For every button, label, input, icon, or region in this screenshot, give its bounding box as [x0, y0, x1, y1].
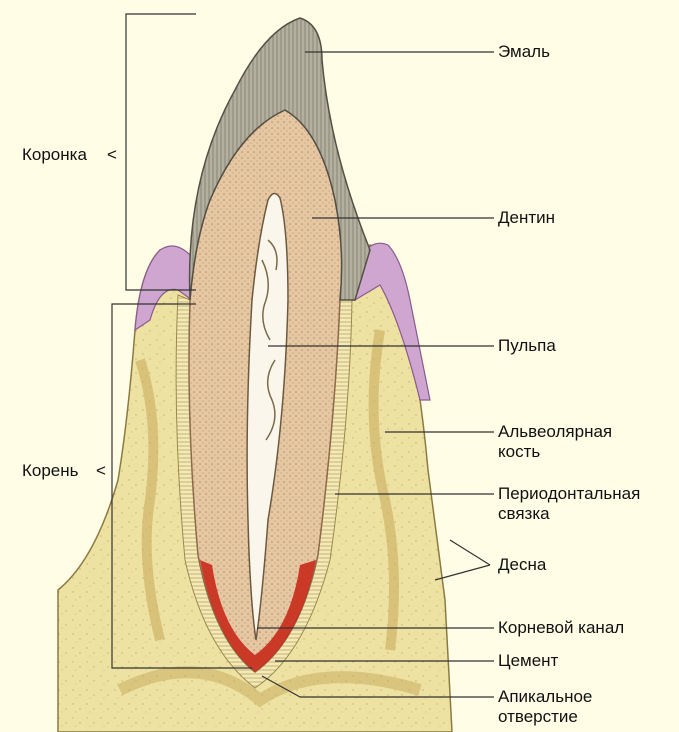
- periodontal-label-2: связка: [498, 504, 550, 524]
- crown-mark: <: [107, 145, 117, 165]
- periodontal-label-1: Периодонтальная: [498, 484, 640, 504]
- enamel-label: Эмаль: [498, 42, 550, 62]
- gum-label: Десна: [498, 555, 546, 575]
- crown-bracket: [126, 14, 196, 290]
- gum-leader-2: [450, 540, 490, 565]
- alveolar-bone-label-2: кость: [498, 442, 540, 462]
- cement-label: Цемент: [498, 651, 558, 671]
- dentin-label: Дентин: [498, 208, 555, 228]
- root-label: Корень: [22, 461, 79, 481]
- apical-label-1: Апикальное: [498, 687, 592, 707]
- pulp-label: Пульпа: [498, 336, 556, 356]
- apical-label-2: отверстие: [498, 707, 578, 727]
- root-mark: <: [96, 461, 106, 481]
- crown-label: Коронка: [22, 145, 87, 165]
- gum-leader-1: [435, 565, 490, 580]
- root-canal-label: Корневой канал: [498, 618, 624, 638]
- alveolar-bone-label-1: Альвеолярная: [498, 422, 612, 442]
